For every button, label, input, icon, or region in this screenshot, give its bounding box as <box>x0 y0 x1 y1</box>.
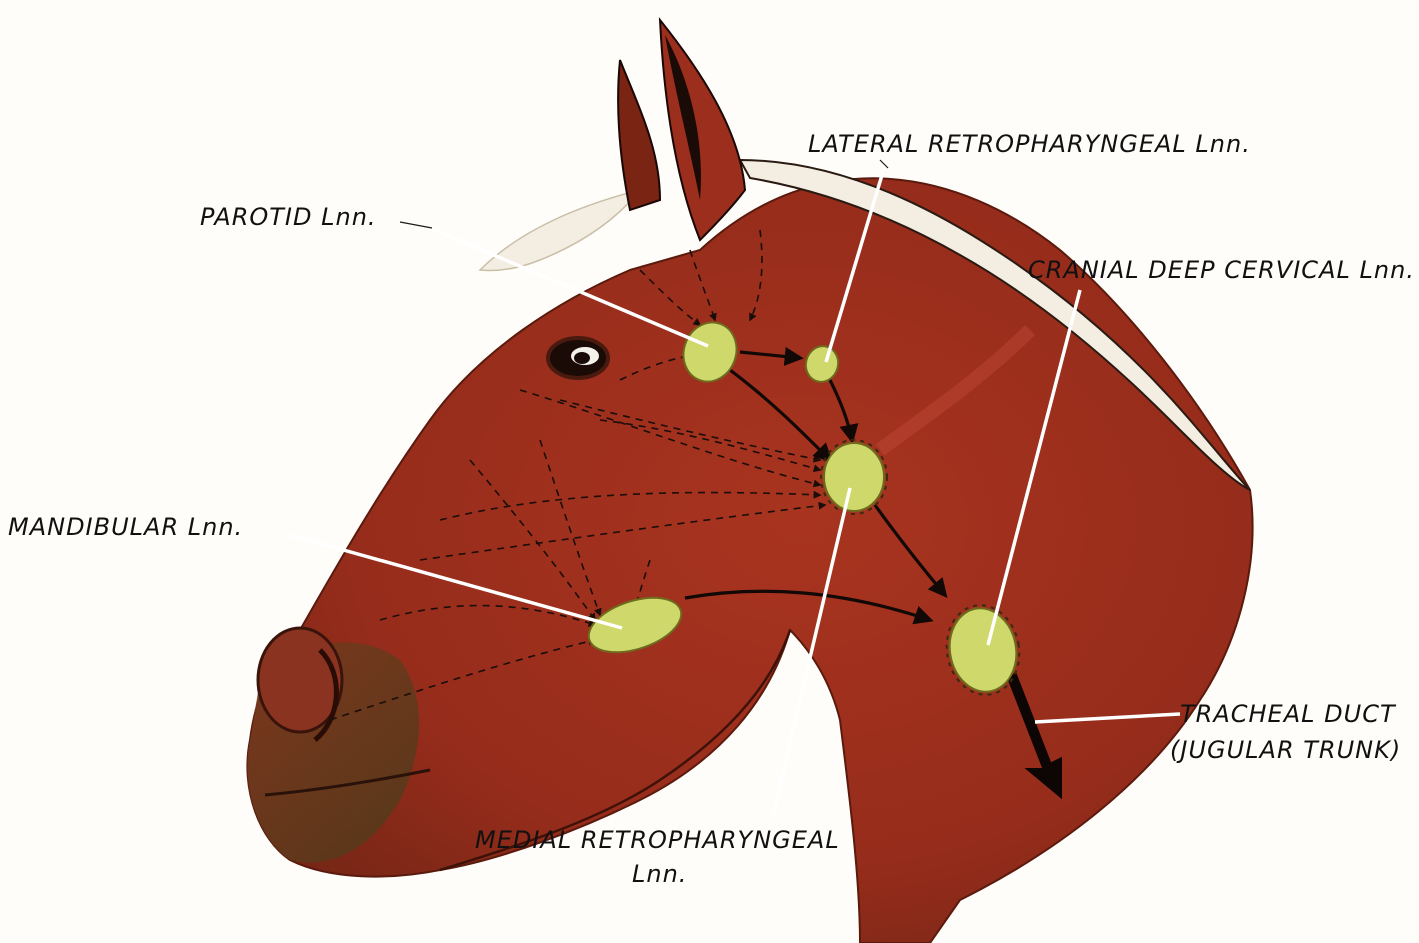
label-mandibular: MANDIBULAR Lnn. <box>8 513 243 541</box>
medial-retropharyngeal-lymph-node <box>821 440 887 514</box>
label-lateral-retropharyngeal: LATERAL RETROPHARYNGEAL Lnn. <box>808 130 1251 158</box>
ear-back <box>618 60 660 210</box>
label-tracheal-duct-line1: TRACHEAL DUCT <box>1180 700 1397 728</box>
label-tracheal-duct-line2: (JUGULAR TRUNK) <box>1170 736 1401 764</box>
eye-pupil <box>574 352 590 364</box>
label-cranial-deep-cervical: CRANIAL DEEP CERVICAL Lnn. <box>1028 256 1415 284</box>
label-parotid: PAROTID Lnn. <box>200 203 377 231</box>
label-medial-retropharyngeal-line1: MEDIAL RETROPHARYNGEAL <box>475 826 840 854</box>
label-medial-retropharyngeal-line2: Lnn. <box>632 860 687 888</box>
